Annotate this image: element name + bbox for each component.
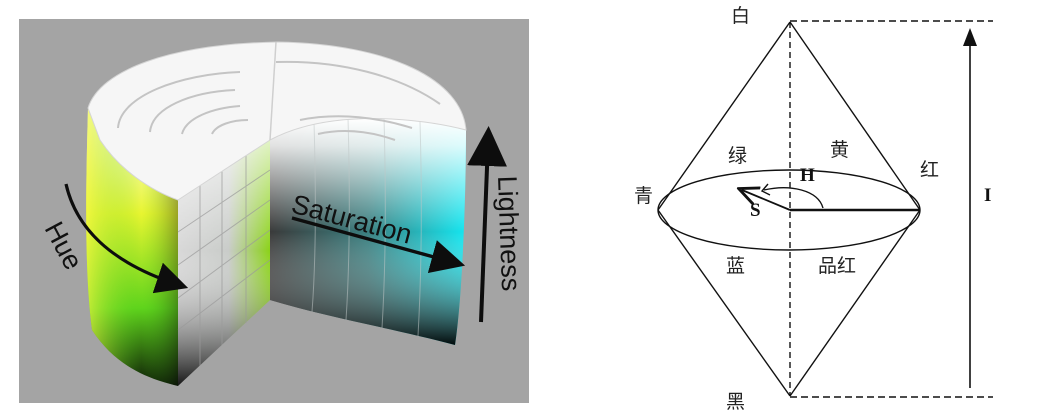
cone-top-right-edge <box>789 21 921 211</box>
saturation-arrow <box>291 216 466 273</box>
vertex-label-cyan: 青 <box>634 185 653 207</box>
hsi-labels: 白 黑 青 红 绿 黄 蓝 品红 H S I <box>634 5 991 413</box>
intensity-symbol: I <box>984 185 991 206</box>
region-label-yellow: 黄 <box>830 139 849 161</box>
lightness-arrow <box>467 126 508 323</box>
cone-bottom-right-edge <box>789 209 921 397</box>
cone-bottom-left-edge <box>657 209 791 397</box>
saturation-vector <box>742 190 791 211</box>
vertex-label-black: 黑 <box>726 391 745 413</box>
hue-angle-arc <box>763 187 824 209</box>
cone-top-left-edge <box>657 21 791 211</box>
lightness-label: Lightness <box>492 175 526 292</box>
saturation-symbol: S <box>750 200 761 221</box>
right-face-ridges <box>311 117 422 337</box>
hsi-double-cone-diagram <box>657 20 993 398</box>
cylinder-top-face <box>87 41 467 201</box>
cut-face-grid <box>177 156 271 366</box>
hue-angle-arrowhead <box>760 183 771 196</box>
cylinder-front-face-tint <box>86 108 178 386</box>
cylinder-right-face-shade <box>270 118 466 345</box>
intensity-arrowhead <box>963 28 977 46</box>
cylinder-cut-face-shade <box>178 140 270 386</box>
vertex-label-white: 白 <box>731 5 750 27</box>
hsl-cylinder-illustration: Hue Saturation Lightness <box>19 19 529 403</box>
hue-arrow <box>64 183 189 294</box>
region-label-blue: 蓝 <box>726 255 745 277</box>
top-face-rings <box>117 60 441 141</box>
vertex-label-red: 红 <box>920 159 939 181</box>
hue-symbol: H <box>800 165 815 186</box>
region-label-magenta: 品红 <box>818 255 856 277</box>
region-label-green: 绿 <box>728 145 747 167</box>
top-face-seam <box>269 41 277 141</box>
